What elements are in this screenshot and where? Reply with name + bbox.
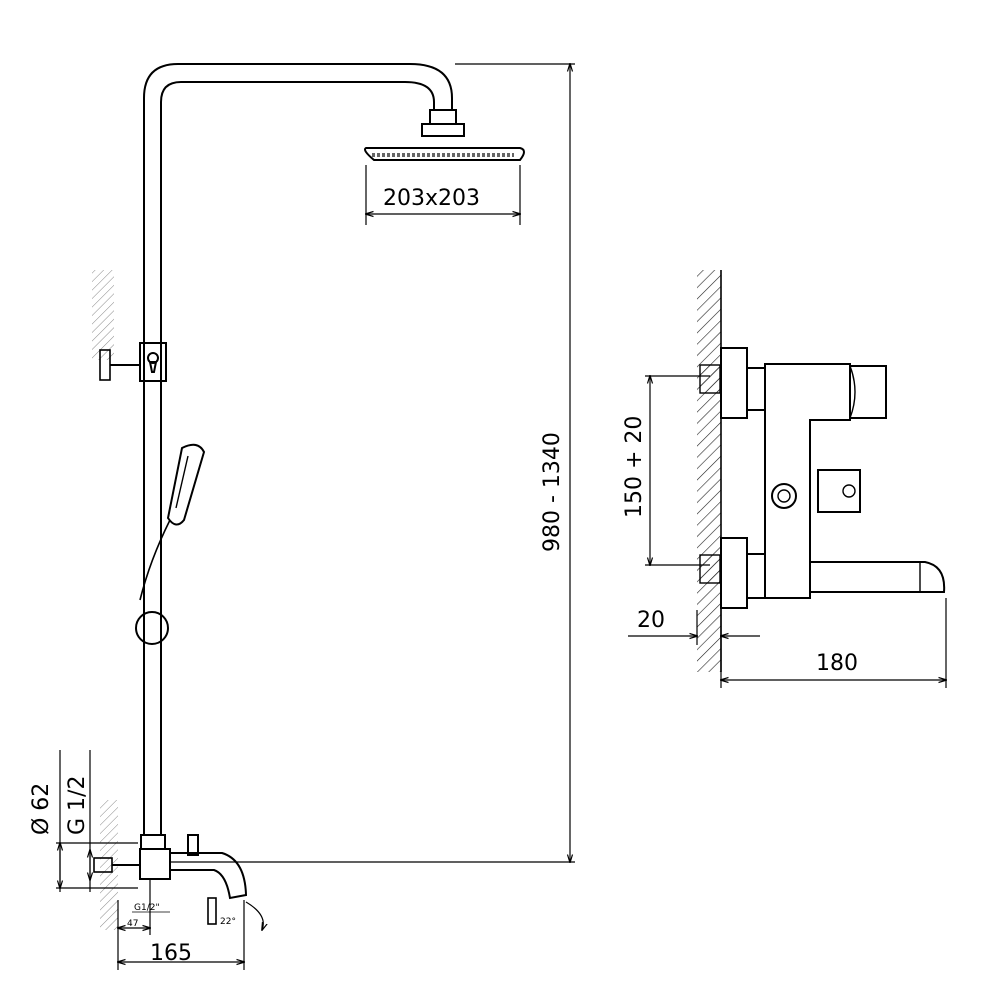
lower-escutcheon	[720, 537, 748, 609]
upper-thread	[699, 364, 721, 394]
mixer-body	[139, 848, 171, 880]
head-size-label: 203x203	[383, 186, 480, 211]
lower-thread	[699, 554, 721, 584]
spout	[169, 852, 248, 900]
side-view	[697, 270, 946, 672]
mixer-handle	[187, 834, 199, 856]
mixer-body-side	[764, 363, 851, 599]
shower-head	[364, 147, 525, 161]
front-view	[92, 63, 525, 930]
side-wall-hatch	[697, 270, 721, 672]
riser-pipe-inner	[160, 81, 435, 835]
hand-shower	[166, 443, 206, 526]
diverter-lever	[817, 469, 861, 513]
diverter-knob	[771, 483, 797, 509]
small-thread-label: G1/2"	[134, 903, 160, 913]
cartridge-cap	[849, 365, 887, 419]
height-range-label: 980 - 1340	[540, 432, 565, 552]
side-spout	[810, 561, 946, 593]
head-connector	[429, 109, 457, 125]
slider-ball	[135, 611, 169, 645]
riser-coupling	[140, 834, 166, 850]
upper-bracket	[139, 342, 167, 382]
wall-offset-label: 20	[637, 608, 665, 633]
side-dimensions	[628, 376, 946, 688]
diverter	[207, 897, 217, 925]
riser-pipe	[143, 63, 453, 835]
centers-label: 150 + 20	[622, 416, 647, 518]
head-nut	[421, 123, 465, 137]
spout-projection-label: 180	[816, 651, 858, 676]
upper-escutcheon	[720, 347, 748, 419]
thread-label: G 1/2	[65, 776, 90, 835]
outlet-diameter-label: Ø 62	[29, 783, 54, 835]
small-offset-label: 47	[127, 919, 138, 929]
spout-angle-label: 22°	[220, 917, 236, 927]
side-labels: 150 + 20 20 180	[622, 416, 858, 676]
hose	[139, 519, 171, 601]
front-dimensions	[56, 64, 575, 970]
lower-wall-hatch	[100, 800, 118, 930]
upper-wall-hatch	[92, 270, 114, 360]
front-labels: 203x203 980 - 1340 Ø 62 G 1/2 165 G1/2" …	[29, 186, 565, 966]
projection-label: 165	[150, 941, 192, 966]
